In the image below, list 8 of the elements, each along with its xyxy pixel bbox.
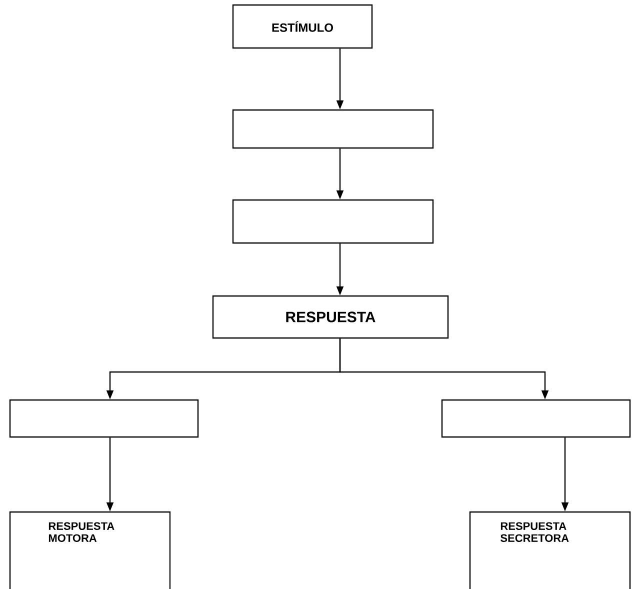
- process-box: [232, 199, 434, 244]
- process-box: RESPUESTA MOTORA: [9, 511, 171, 589]
- process-box: RESPUESTA SECRETORA: [469, 511, 631, 589]
- process-box: RESPUESTA: [212, 295, 449, 339]
- process-box: [232, 109, 434, 149]
- process-box: [441, 399, 631, 438]
- process-box: ESTÍMULO: [232, 4, 373, 49]
- process-box: [9, 399, 199, 438]
